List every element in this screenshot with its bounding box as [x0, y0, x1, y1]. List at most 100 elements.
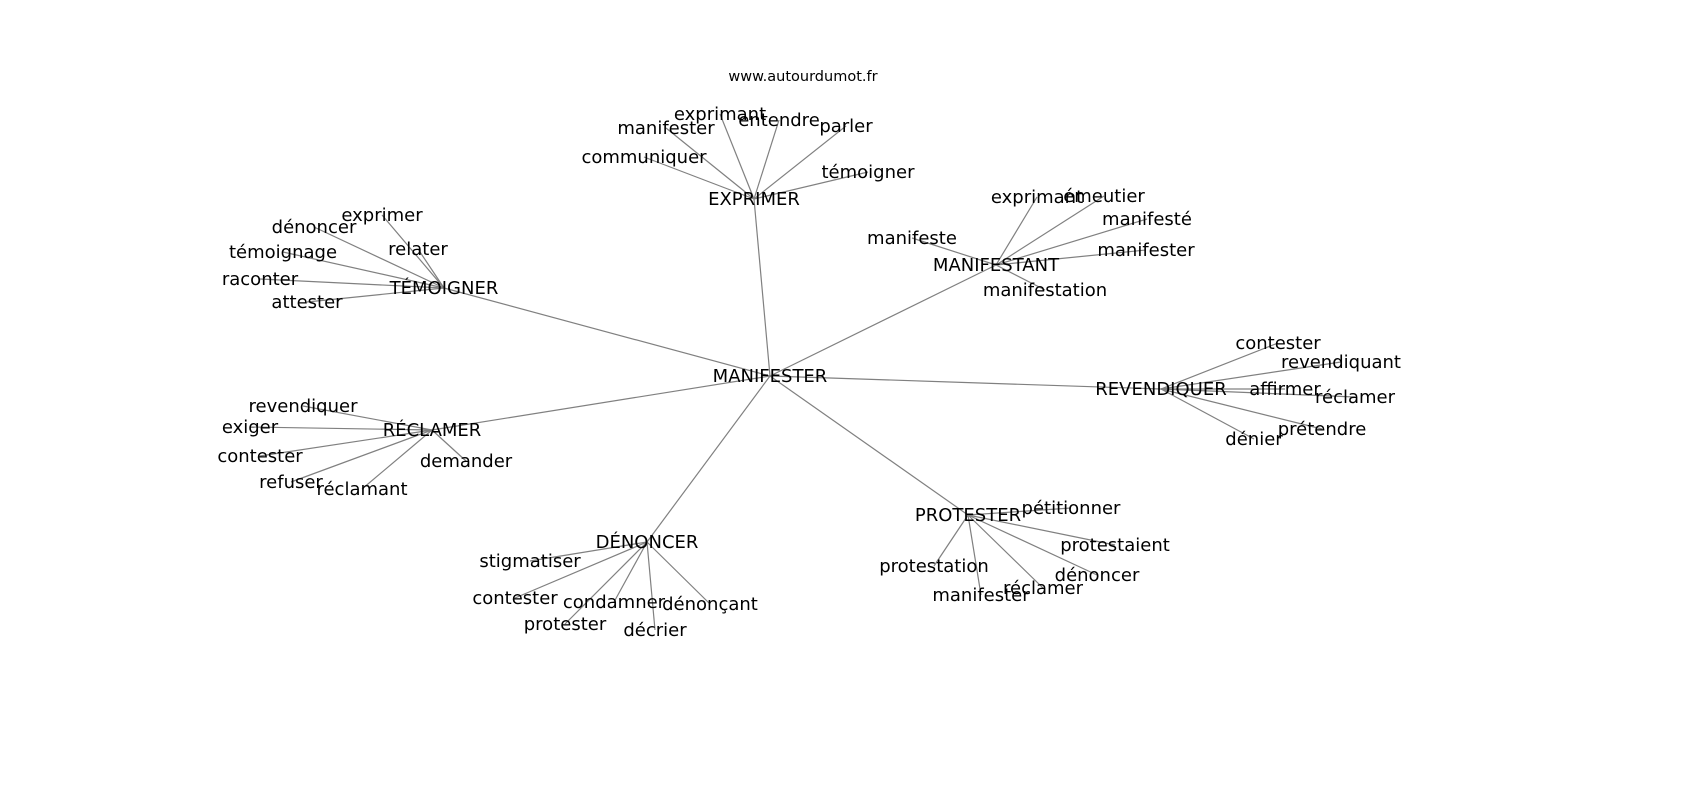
word-node[interactable]: refuser [259, 472, 323, 493]
word-node[interactable]: manifester [617, 118, 715, 139]
edge-hub-word [1160, 388, 1255, 440]
edge-hub-word [564, 541, 648, 625]
word-node[interactable]: dénier [1225, 429, 1283, 450]
word-node[interactable]: témoigner [822, 162, 916, 183]
word-node[interactable]: contester [217, 446, 303, 467]
edge-hub-word [1160, 361, 1342, 390]
word-node[interactable]: protestation [879, 556, 989, 577]
word-node[interactable]: décrier [623, 620, 687, 641]
edge-hub-word [646, 541, 711, 605]
edge-root-hub [753, 198, 771, 377]
word-node[interactable]: raconter [222, 269, 299, 290]
hub-node[interactable]: REVENDIQUER [1095, 379, 1226, 400]
edge-hub-word [967, 514, 1098, 576]
edge-hub-word [514, 541, 648, 599]
edge-hub-word [933, 514, 969, 567]
edge-hub-word [967, 514, 1044, 589]
word-node[interactable]: parler [819, 116, 873, 137]
edge-root-hub [769, 375, 1162, 390]
word-node[interactable]: stigmatiser [479, 551, 581, 572]
word-node[interactable]: protester [524, 614, 607, 635]
edge-hub-word [306, 287, 445, 303]
edge-hub-word [911, 237, 997, 266]
root-node[interactable]: MANIFESTER [713, 366, 828, 387]
edge-hub-word [302, 405, 433, 431]
edge-root-hub [443, 287, 771, 377]
edge-hub-word [753, 171, 869, 200]
edge-root-hub [431, 375, 771, 431]
edge-hub-word [665, 127, 755, 200]
word-node[interactable]: communiquer [581, 147, 707, 168]
edge-hub-word [1160, 388, 1323, 430]
word-node[interactable]: contester [472, 588, 558, 609]
word-node[interactable]: dénonçant [662, 594, 758, 615]
edge-hub-word [995, 264, 1046, 291]
edge-hub-word [995, 196, 1038, 266]
word-node[interactable]: contester [1235, 333, 1321, 354]
word-node[interactable]: prétendre [1278, 419, 1367, 440]
hub-node[interactable]: RÉCLAMER [383, 419, 482, 441]
hub-node[interactable]: PROTESTER [915, 505, 1021, 526]
edge-hub-word [1160, 342, 1279, 390]
word-node[interactable]: réclamant [316, 479, 407, 500]
word-node[interactable]: dénoncer [1055, 565, 1140, 586]
edge-root-hub [646, 375, 771, 543]
word-node[interactable]: manifester [1097, 240, 1195, 261]
word-node[interactable]: manifeste [867, 228, 957, 249]
edge-hub-word [967, 507, 1072, 516]
edge-hub-word [259, 278, 445, 289]
edge-hub-word [290, 429, 433, 483]
word-node[interactable]: pétitionner [1022, 498, 1122, 519]
hub-node[interactable]: MANIFESTANT [933, 255, 1060, 276]
edge-hub-word [967, 514, 1116, 546]
edge-hub-word [719, 113, 755, 200]
edge-root-hub [769, 264, 997, 377]
word-node[interactable]: revendiquant [1281, 352, 1401, 373]
edge-hub-word [1160, 388, 1356, 398]
word-node[interactable]: réclamer [1003, 578, 1084, 599]
edge-hub-word [361, 429, 433, 490]
word-node[interactable]: témoignage [229, 242, 337, 263]
word-node[interactable]: demander [420, 451, 513, 472]
edge-hub-word [995, 218, 1148, 266]
edge-hub-word [381, 214, 445, 289]
edge-hub-word [753, 125, 847, 200]
word-node[interactable]: protestaient [1060, 535, 1170, 556]
edge-hub-word [646, 541, 656, 631]
edge-root-hub [769, 375, 969, 516]
edge-hub-word [967, 514, 982, 596]
hub-node[interactable]: EXPRIMER [708, 189, 800, 210]
word-node[interactable]: revendiquer [249, 396, 359, 417]
edge-hub-word [249, 426, 433, 431]
word-node[interactable]: attester [271, 292, 343, 313]
word-node[interactable]: relater [388, 239, 448, 260]
edge-hub-word [753, 119, 780, 200]
edge-hub-word [313, 226, 445, 289]
word-node[interactable]: affirmer [1249, 379, 1321, 400]
word-node[interactable]: manifester [932, 585, 1030, 606]
word-node[interactable]: exprimant [674, 104, 766, 125]
word-node[interactable]: condamner [563, 592, 666, 613]
word-node[interactable]: manifestation [983, 280, 1107, 301]
word-node[interactable]: exprimant [991, 187, 1083, 208]
site-title: www.autourdumot.fr [728, 69, 877, 85]
word-node[interactable]: exiger [222, 417, 279, 438]
word-node[interactable]: réclamer [1315, 387, 1396, 408]
edge-hub-word [259, 429, 433, 457]
edge-hub-word [613, 541, 648, 603]
edge-hub-word [995, 195, 1105, 266]
word-node[interactable]: exprimer [341, 205, 423, 226]
word-node[interactable]: entendre [738, 110, 820, 131]
hub-node[interactable]: TÉMOIGNER [389, 277, 499, 299]
word-node[interactable]: dénoncer [272, 217, 357, 238]
edge-hub-word [417, 248, 445, 289]
edge-hub-word [643, 156, 755, 200]
edge-hub-word [431, 429, 467, 462]
word-node[interactable]: manifesté [1102, 209, 1192, 230]
edge-hub-word [995, 249, 1147, 266]
edge-hub-word [282, 251, 445, 289]
word-node[interactable]: émeutier [1063, 186, 1145, 207]
hub-node[interactable]: DÉNONCER [596, 531, 699, 553]
